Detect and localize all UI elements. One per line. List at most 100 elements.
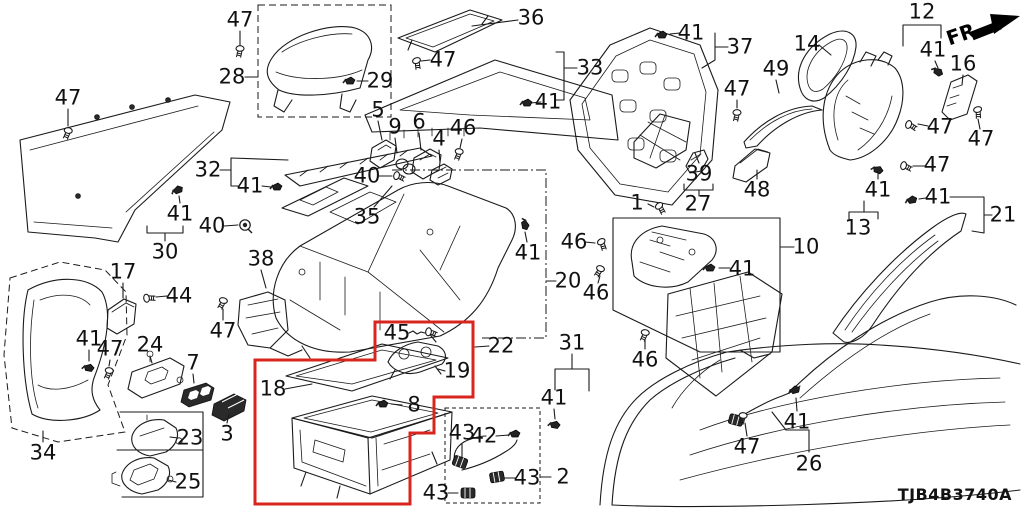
callout-41-50[interactable]: 41 [677, 20, 705, 45]
callout-48-62[interactable]: 48 [743, 177, 771, 202]
callout-26-72[interactable]: 26 [795, 451, 823, 476]
callout-38-20[interactable]: 38 [247, 246, 275, 271]
callout-47-25[interactable]: 47 [96, 336, 124, 361]
callout-41-44[interactable]: 41 [514, 240, 542, 265]
diagram-code: TJB4B3740A [897, 485, 1012, 504]
callout-47-5[interactable]: 47 [429, 47, 457, 72]
callout-45-33[interactable]: 45 [383, 320, 411, 345]
selection-highlight [253, 320, 475, 506]
callout-12-52[interactable]: 12 [908, 0, 936, 24]
callout-47-71[interactable]: 47 [733, 434, 761, 459]
callout-40-13[interactable]: 40 [353, 163, 381, 188]
callout-17-21[interactable]: 17 [109, 259, 137, 284]
callout-32-15[interactable]: 32 [194, 157, 222, 182]
callout-14-53[interactable]: 14 [793, 31, 821, 56]
callout-23-29[interactable]: 23 [176, 425, 204, 450]
callout-19-35[interactable]: 19 [443, 358, 471, 383]
part-7-socket [180, 382, 215, 408]
callout-47-23[interactable]: 47 [209, 318, 237, 343]
part-16-plate [941, 74, 978, 121]
callout-46-49[interactable]: 46 [631, 347, 659, 372]
part-38-bracket [237, 291, 303, 357]
callout-41-69[interactable]: 41 [728, 256, 756, 281]
part-27-bezel [633, 113, 691, 169]
part-32-rail [284, 147, 433, 187]
callout-27-63[interactable]: 27 [684, 191, 712, 216]
callout-10-68[interactable]: 10 [792, 234, 820, 259]
callout-20-45[interactable]: 20 [554, 268, 582, 293]
callout-8-36[interactable]: 8 [407, 392, 421, 417]
callout-43-43[interactable]: 43 [422, 480, 450, 505]
callout-39-61[interactable]: 39 [685, 161, 713, 186]
callout-36-4[interactable]: 36 [517, 5, 545, 30]
callout-29-3[interactable]: 29 [366, 68, 394, 93]
part-24-switch [127, 350, 185, 399]
fr-arrow-icon [970, 14, 1020, 41]
callout-33-6[interactable]: 33 [576, 55, 604, 80]
callout-18-32[interactable]: 18 [259, 376, 287, 401]
part-4-bulb-socket [429, 163, 453, 186]
part-35-tray [281, 177, 369, 217]
callout-5-8[interactable]: 5 [371, 97, 385, 122]
callout-41-64[interactable]: 41 [864, 177, 892, 202]
callout-16-55[interactable]: 16 [949, 51, 977, 76]
callout-46-12[interactable]: 46 [449, 115, 477, 140]
callout-1-46[interactable]: 1 [630, 190, 644, 215]
callout-7-27[interactable]: 7 [186, 350, 200, 375]
callout-6-10[interactable]: 6 [412, 109, 426, 134]
callout-41-7[interactable]: 41 [534, 89, 562, 114]
callout-41-16[interactable]: 41 [236, 173, 264, 198]
callout-47-58[interactable]: 47 [926, 114, 954, 139]
part-20-console-body [272, 181, 516, 359]
callout-22-34[interactable]: 22 [487, 333, 515, 358]
part-3-socket [211, 393, 247, 422]
highlight-outline [253, 320, 475, 506]
callout-47-2[interactable]: 47 [54, 85, 82, 110]
callout-25-30[interactable]: 25 [174, 469, 202, 494]
part-31-rear-panel [599, 343, 1021, 508]
callout-46-47[interactable]: 46 [560, 229, 588, 254]
part-28-armrest [257, 4, 392, 118]
callout-47-60[interactable]: 47 [923, 152, 951, 177]
callout-37-51[interactable]: 37 [726, 34, 754, 59]
part-10-rear-outlet-group [612, 217, 783, 397]
callout-41-70[interactable]: 41 [783, 409, 811, 434]
part-13-shift-bracket [822, 51, 904, 161]
callout-21-67[interactable]: 21 [989, 202, 1017, 227]
callout-35-14[interactable]: 35 [353, 204, 381, 229]
callout-43-39[interactable]: 43 [448, 420, 476, 445]
callout-41-24[interactable]: 41 [75, 326, 103, 351]
callout-2-42[interactable]: 2 [556, 464, 570, 489]
callout-41-66[interactable]: 41 [924, 184, 952, 209]
part-2-harness [444, 407, 541, 504]
callout-46-48[interactable]: 46 [582, 280, 610, 305]
callout-3-28[interactable]: 3 [220, 421, 234, 446]
callout-9-9[interactable]: 9 [388, 114, 402, 139]
callout-43-41[interactable]: 43 [513, 465, 541, 490]
callout-44-22[interactable]: 44 [165, 283, 193, 308]
callout-41-54[interactable]: 41 [919, 37, 947, 62]
part-17-plate [106, 298, 137, 335]
callout-42-40[interactable]: 42 [470, 423, 498, 448]
callout-31-37[interactable]: 31 [558, 330, 586, 355]
group-brackets [42, 19, 993, 498]
callout-40-19[interactable]: 40 [198, 213, 226, 238]
callout-47-0[interactable]: 47 [226, 7, 254, 32]
callout-41-38[interactable]: 41 [540, 385, 568, 410]
callout-41-17[interactable]: 41 [166, 201, 194, 226]
callout-13-65[interactable]: 13 [844, 215, 872, 240]
callout-28-1[interactable]: 28 [218, 64, 246, 89]
callout-24-26[interactable]: 24 [136, 332, 164, 357]
callout-49-56[interactable]: 49 [762, 56, 790, 81]
part-36-lid [397, 9, 503, 53]
part-33-console-upper-frame [364, 59, 619, 141]
callout-47-57[interactable]: 47 [723, 76, 751, 101]
part-5-switch-blank [369, 139, 397, 169]
callout-30-18[interactable]: 30 [151, 239, 179, 264]
callout-34-31[interactable]: 34 [29, 440, 57, 465]
callout-4-11[interactable]: 4 [432, 126, 446, 151]
part-49-trim-strip [743, 105, 823, 149]
callout-47-59[interactable]: 47 [967, 126, 995, 151]
